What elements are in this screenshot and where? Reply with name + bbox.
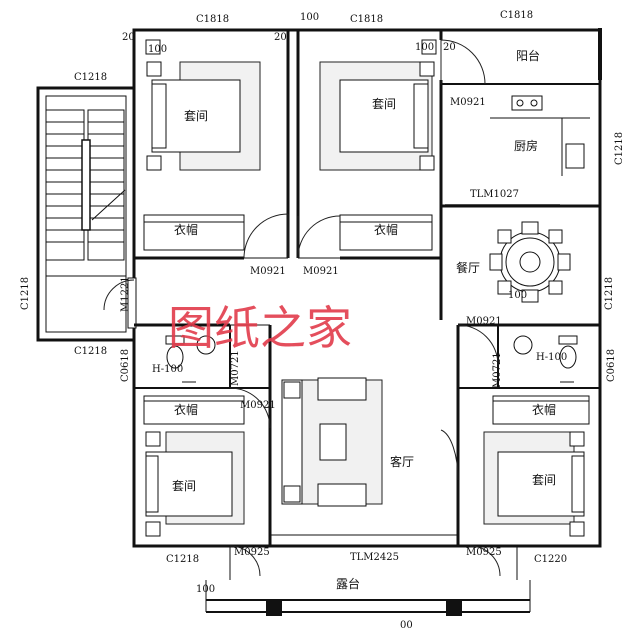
- terrace: [205, 580, 531, 616]
- label-c1218-bot: C1218: [74, 346, 107, 357]
- dining-table: [489, 221, 571, 303]
- nightstands: [145, 39, 437, 55]
- label-m0921-kitchen: M0921: [450, 97, 486, 108]
- dimension-labels: C1818 C1818 C1818 C1218 C1218 C1218 C122…: [20, 10, 625, 629]
- kitchen-fixtures: [445, 95, 590, 206]
- watermark: 图纸之家: [168, 301, 352, 355]
- label-l100: 100: [508, 290, 527, 301]
- beds: [145, 61, 585, 537]
- label-c1218-right-top: C1218: [614, 132, 625, 165]
- room-wardrobe-top-mid: 衣帽: [374, 222, 398, 237]
- room-suite-top-mid: 套间: [372, 97, 396, 111]
- stair-block: [36, 86, 137, 342]
- label-c0618-left: C0618: [120, 349, 131, 382]
- label-c1218-top: C1218: [74, 72, 107, 83]
- label-n100-a: 100: [148, 44, 167, 55]
- doors: [103, 39, 501, 577]
- label-m0921-b: M0921: [303, 266, 339, 277]
- label-c1818-c: C1818: [500, 10, 533, 21]
- label-tlm1027: TLM1027: [470, 189, 519, 200]
- label-n20-b: 20: [274, 32, 287, 43]
- label-m0921-d: M0921: [240, 400, 276, 411]
- wardrobes: [143, 214, 590, 425]
- label-n20-c: 20: [443, 42, 456, 53]
- label-m1221: M1221: [120, 276, 131, 312]
- label-c0618-right: C0618: [606, 349, 617, 382]
- label-h100-b: H-100: [536, 352, 567, 363]
- label-n100-b: 100: [300, 12, 319, 23]
- label-m0721-a: M0721: [230, 350, 241, 386]
- label-c1818-b: C1818: [350, 14, 383, 25]
- label-n00: 00: [400, 620, 413, 629]
- room-wardrobe-bottom-right: 衣帽: [532, 402, 556, 417]
- label-m0921-c: M0921: [466, 316, 502, 327]
- room-suite-bottom-right: 套间: [532, 473, 556, 487]
- label-m0925-b: M0925: [466, 547, 502, 558]
- label-n100-c: 100: [415, 42, 434, 53]
- label-h100-a: H-100: [152, 364, 183, 375]
- label-c1218-botleft: C1218: [166, 554, 199, 565]
- label-n20-a: 20: [122, 32, 135, 43]
- label-m0921-a: M0921: [250, 266, 286, 277]
- label-tlm2425: TLM2425: [350, 552, 399, 563]
- label-c1220: C1220: [534, 554, 567, 565]
- room-living: 客厅: [390, 454, 414, 469]
- label-m0721-b: M0721: [492, 352, 503, 388]
- room-labels: 套间 套间 套间 套间 衣帽 衣帽 衣帽 衣帽 阳台 厨房 餐厅 客厅 露台: [172, 48, 556, 591]
- label-c1218-right-mid: C1218: [604, 277, 615, 310]
- label-c1818-a: C1818: [196, 14, 229, 25]
- label-n100-d: 100: [196, 584, 215, 595]
- room-wardrobe-top-left: 衣帽: [174, 222, 198, 237]
- label-m0925-a: M0925: [234, 547, 270, 558]
- room-terrace: 露台: [336, 576, 360, 591]
- room-suite-bottom-left: 套间: [172, 479, 196, 493]
- room-kitchen: 厨房: [514, 138, 538, 153]
- room-balcony: 阳台: [516, 48, 540, 63]
- label-c1218-left: C1218: [20, 277, 31, 310]
- room-wardrobe-bottom-left: 衣帽: [174, 402, 198, 417]
- living-sofa-set: [281, 377, 383, 507]
- room-dining: 餐厅: [456, 260, 480, 275]
- bathroom-fixtures: [165, 335, 578, 383]
- room-suite-top-left: 套间: [184, 109, 208, 123]
